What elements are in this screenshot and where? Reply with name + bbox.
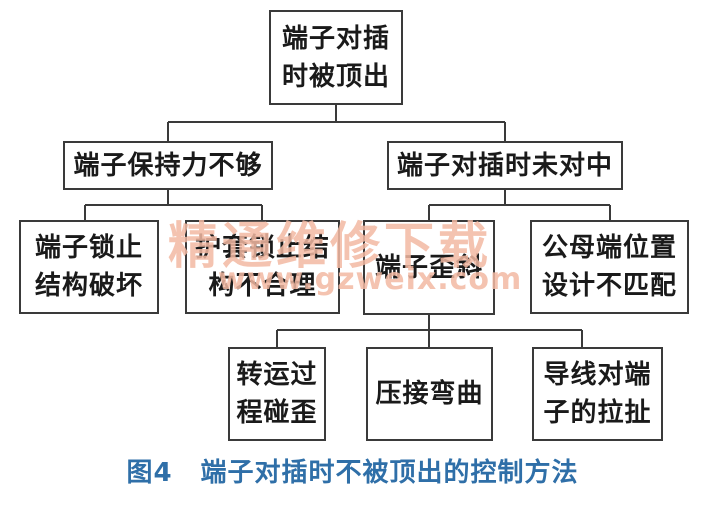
node-position-mismatch-label: 公母端位置 设计不匹配	[541, 233, 677, 301]
node-misalign: 端子对插时未对中	[387, 141, 623, 190]
node-root: 端子对插 时被顶出	[269, 10, 403, 105]
node-retention: 端子保持力不够	[63, 141, 273, 190]
node-sleeve-design-label: 护套锁止结 构不合理	[194, 233, 330, 301]
node-tilt-label: 端子歪斜	[374, 252, 483, 283]
node-position-mismatch: 公母端位置 设计不匹配	[530, 220, 689, 314]
figure-number: 图4	[126, 458, 173, 488]
node-wire-pull-label: 导线对端 子的拉扯	[543, 360, 652, 428]
figure-caption-text: 端子对插时不被顶出的控制方法	[200, 458, 579, 488]
node-sleeve-design: 护套锁止结 构不合理	[185, 220, 340, 314]
node-retention-label: 端子保持力不够	[73, 150, 263, 181]
node-crimp-bend: 压接弯曲	[366, 347, 493, 441]
node-transport: 转运过 程碰歪	[228, 347, 326, 441]
node-wire-pull: 导线对端 子的拉扯	[532, 347, 663, 441]
node-lock-damage-label: 端子锁止 结构破坏	[34, 233, 143, 301]
node-tilt: 端子歪斜	[363, 220, 495, 315]
figure-caption: 图4 端子对插时不被顶出的控制方法	[0, 452, 705, 489]
node-transport-label: 转运过 程碰歪	[236, 360, 318, 428]
node-root-label: 端子对插 时被顶出	[281, 23, 390, 92]
node-misalign-label: 端子对插时未对中	[396, 150, 613, 181]
node-lock-damage: 端子锁止 结构破坏	[19, 220, 159, 314]
node-crimp-bend-label: 压接弯曲	[375, 379, 484, 409]
